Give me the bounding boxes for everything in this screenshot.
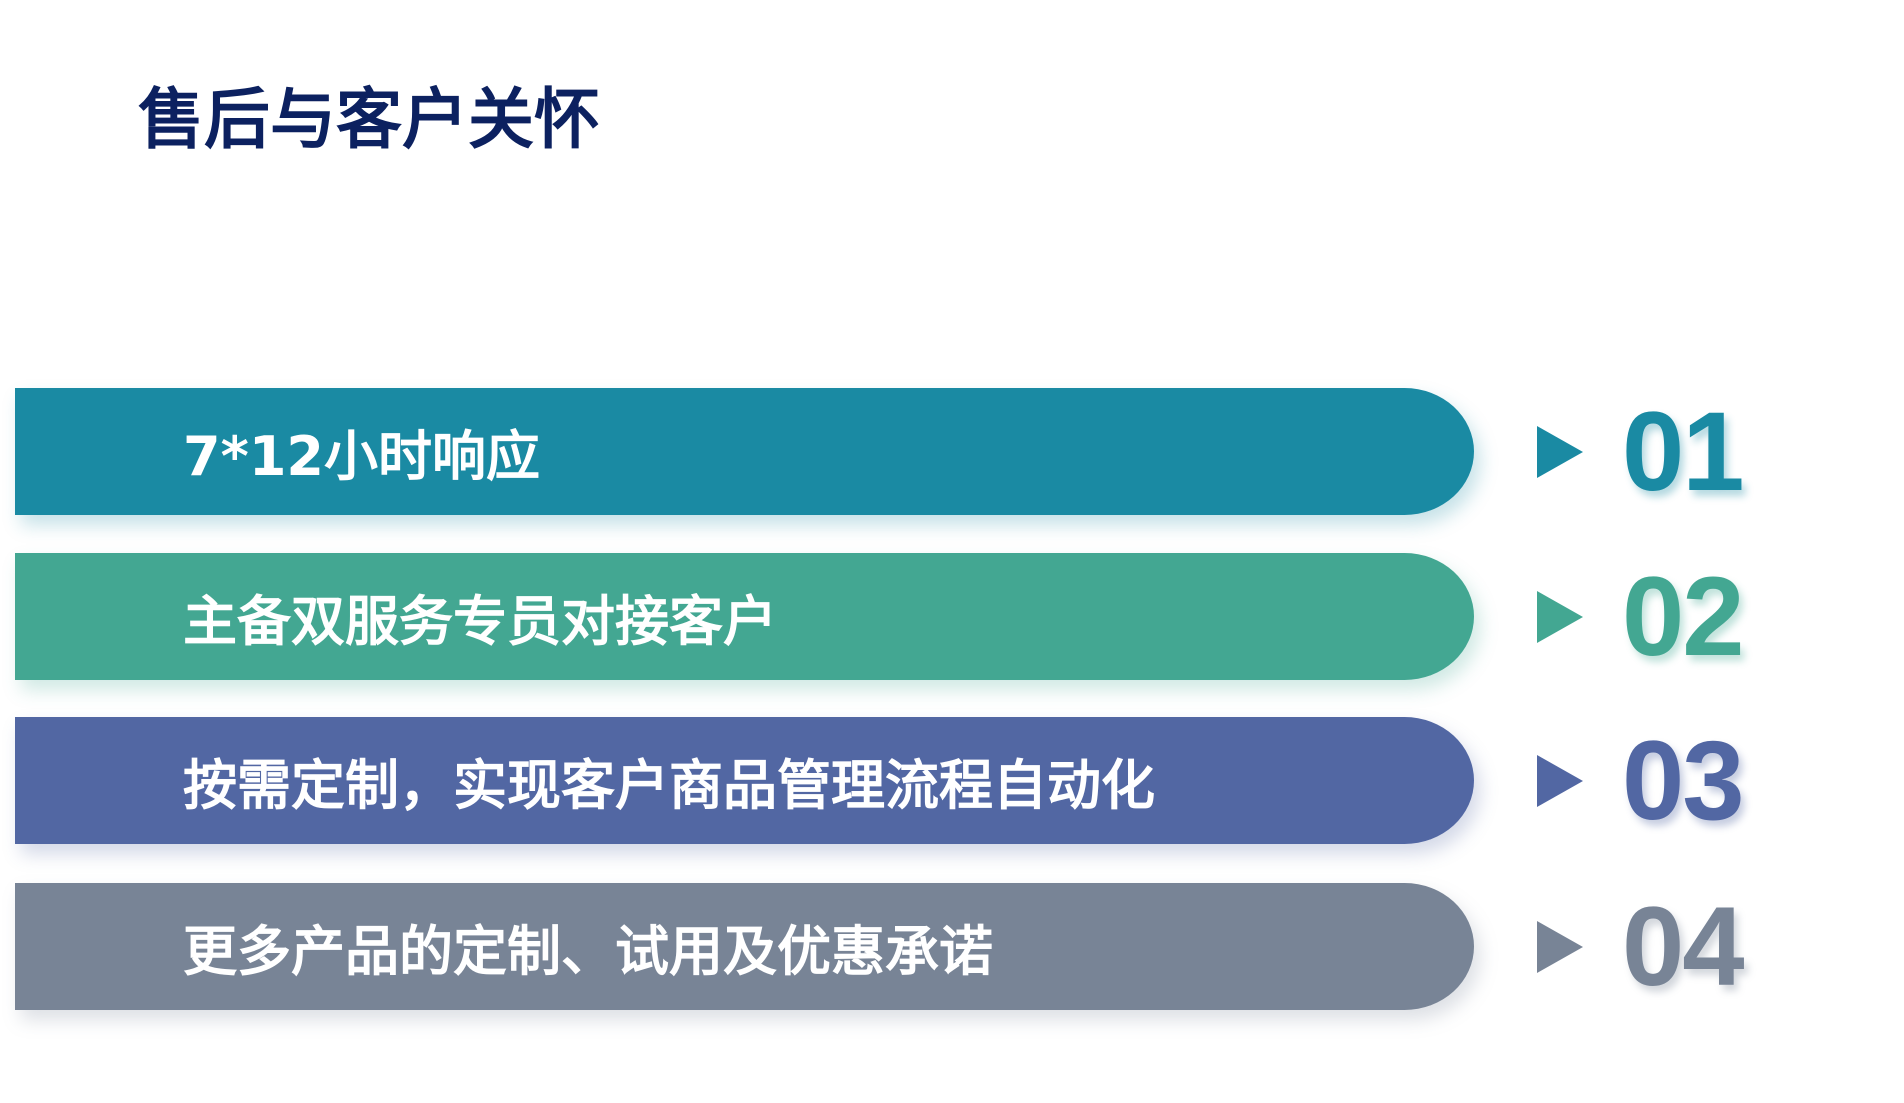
service-bar-4: 更多产品的定制、试用及优惠承诺 — [15, 883, 1474, 1010]
service-number: 02 — [1622, 554, 1745, 679]
service-bar-2: 主备双服务专员对接客户 — [15, 553, 1474, 680]
service-number: 04 — [1622, 884, 1745, 1009]
service-label: 更多产品的定制、试用及优惠承诺 — [183, 920, 993, 983]
service-bar-3: 按需定制，实现客户商品管理流程自动化 — [15, 717, 1474, 844]
service-number: 03 — [1622, 718, 1745, 843]
triangle-arrow-icon — [1537, 755, 1583, 807]
service-label: 主备双服务专员对接客户 — [183, 590, 777, 653]
triangle-arrow-icon — [1537, 921, 1583, 973]
service-label: 按需定制，实现客户商品管理流程自动化 — [183, 754, 1155, 817]
triangle-arrow-icon — [1537, 591, 1583, 643]
service-label: 7*12小时响应 — [183, 425, 540, 488]
triangle-arrow-icon — [1537, 426, 1583, 478]
service-bar-1: 7*12小时响应 — [15, 388, 1474, 515]
service-number: 01 — [1622, 389, 1745, 514]
page-title: 售后与客户关怀 — [138, 81, 600, 158]
